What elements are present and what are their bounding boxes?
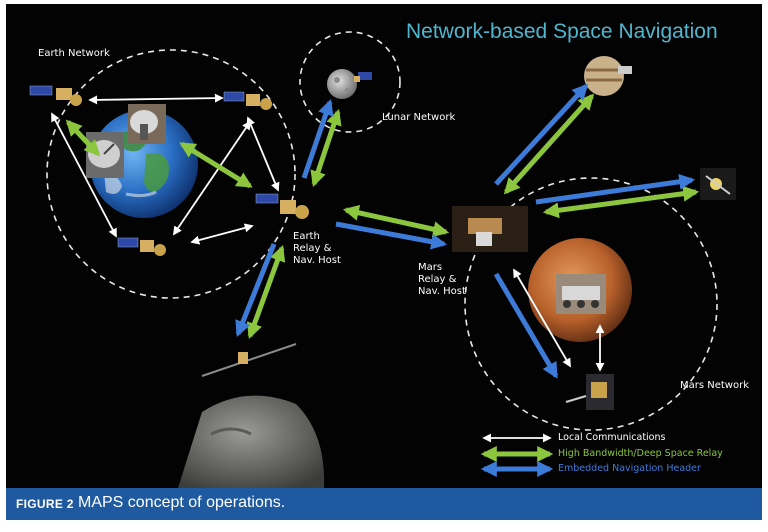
figure: Network-based Space Navigation Earth Net… <box>6 4 762 520</box>
lunar-network-boundary <box>299 31 401 133</box>
caption-text: MAPS concept of operations. <box>78 494 286 511</box>
ground-station-dish-icon <box>86 132 124 178</box>
earth-network-label: Earth Network <box>38 48 110 59</box>
satellite-icon <box>223 91 272 110</box>
earth-network-boundary <box>46 49 296 299</box>
satellite-icon <box>117 237 166 256</box>
earth-relay-label: Earth Relay & Nav. Host <box>293 231 341 266</box>
ground-station-dish-icon <box>128 104 166 144</box>
mars-orbiter-icon <box>565 374 614 410</box>
lunar-satellite-icon <box>354 72 372 82</box>
asteroid <box>178 395 325 488</box>
jupiter-probe-icon <box>584 56 632 96</box>
legend-item-local: Local Communications <box>558 432 666 443</box>
diagram-graphics <box>29 31 736 488</box>
mars-network-label: Mars Network <box>680 380 750 391</box>
nav-header-links <box>235 83 696 379</box>
legend-item-nav: Embedded Navigation Header <box>558 463 701 474</box>
mars-relay-label: Mars Relay & Nav. Host <box>418 262 466 297</box>
mars-relay-orbiter-icon <box>452 206 528 252</box>
mars-network-boundary <box>464 177 718 431</box>
moon-planet <box>327 69 357 99</box>
figure-caption: FIGURE 2 MAPS concept of operations. <box>6 488 762 520</box>
figure-number: FIGURE 2 <box>16 497 74 511</box>
satellite-icon <box>29 85 82 106</box>
legend-item-relay: High Bandwidth/Deep Space Relay <box>558 448 723 459</box>
relay-links <box>65 93 700 340</box>
mars-planet <box>528 238 632 342</box>
diagram-scene: Network-based Space Navigation Earth Net… <box>6 4 762 488</box>
earth-relay-satellite-icon <box>255 193 309 219</box>
diagram-title: Network-based Space Navigation <box>406 20 718 43</box>
asteroid-probe-icon <box>201 343 297 377</box>
deep-space-probe-icon <box>700 168 736 200</box>
lunar-network-label: Lunar Network <box>382 112 456 123</box>
